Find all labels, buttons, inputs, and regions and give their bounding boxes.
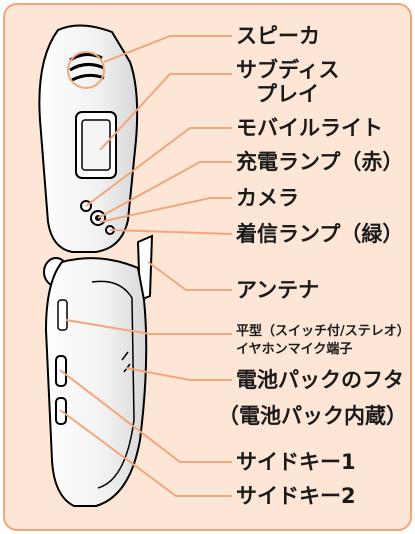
leader-lines: [59, 35, 233, 497]
phone-lower-body: [44, 257, 148, 507]
label-speaker: スピーカ: [236, 24, 320, 48]
label-earphone-jack-line2: イヤホンマイク端子: [236, 342, 353, 357]
label-incoming-lamp: 着信ランプ（緑）: [236, 222, 404, 246]
label-battery-cover-line1: 電池パックのフタ: [236, 368, 404, 392]
label-antenna: アンテナ: [236, 278, 320, 302]
label-mobile-light: モバイルライト: [236, 116, 383, 140]
label-charge-lamp: 充電ランプ（赤）: [236, 150, 404, 174]
label-side-key-1: サイドキー1: [236, 450, 356, 474]
label-camera: カメラ: [236, 186, 299, 210]
label-earphone-jack-line1: 平型（スイッチ付/ステレオ）: [236, 324, 410, 339]
label-sub-display-line2: プレイ: [256, 82, 319, 106]
label-battery-cover-line2: （電池パック内蔵）: [218, 404, 407, 428]
label-side-key-2: サイドキー2: [236, 484, 356, 508]
phone-upper-body: [38, 24, 139, 253]
label-sub-display-line1: サブディス: [236, 58, 340, 82]
